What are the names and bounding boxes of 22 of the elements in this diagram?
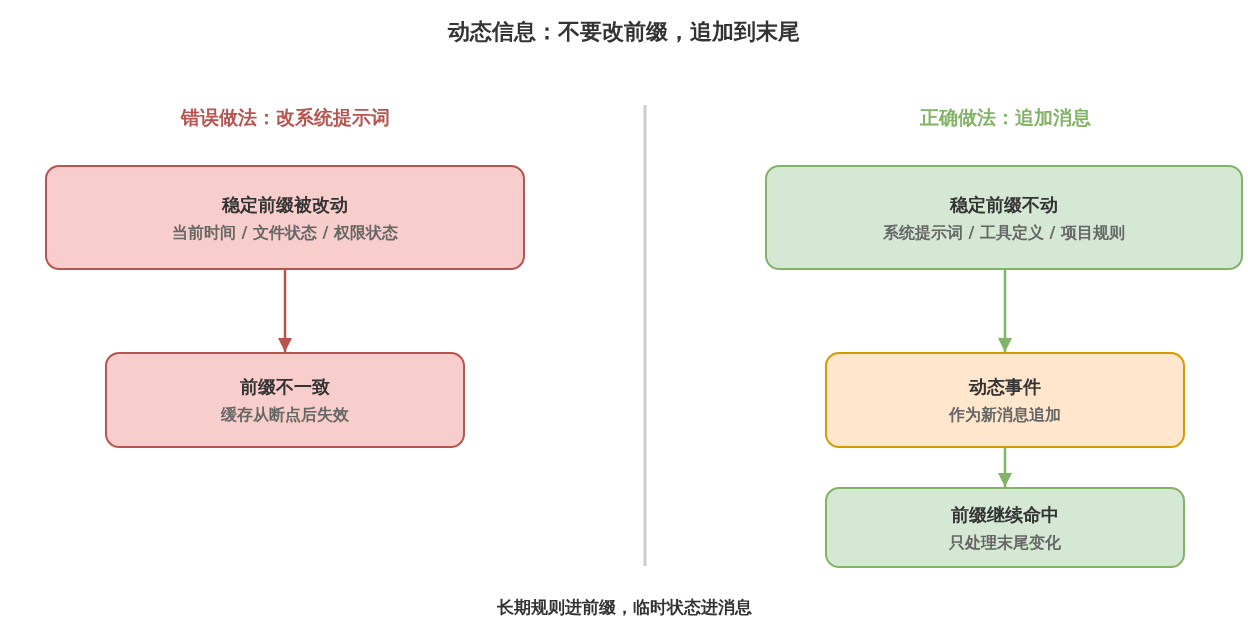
- node-subtitle: 系统提示词 / 工具定义 / 项目规则: [883, 221, 1125, 244]
- diagram-caption: 长期规则进前缀，临时状态进消息: [496, 596, 752, 619]
- node-title: 前缀不一致: [240, 375, 330, 399]
- process-box: [45, 165, 525, 270]
- node-title: 稳定前缀被改动: [222, 192, 348, 217]
- diagram-title: 动态信息：不要改前缀，追加到末尾: [448, 18, 800, 46]
- node-subtitle: 只处理末尾变化: [949, 531, 1061, 554]
- node-title: 动态事件: [969, 375, 1041, 399]
- node-subtitle: 缓存从断点后失效: [221, 404, 349, 426]
- process-box: [825, 487, 1185, 568]
- arrow: [998, 448, 1012, 487]
- node-title: 稳定前缀不动: [950, 192, 1058, 217]
- arrow: [278, 270, 292, 352]
- node-subtitle: 作为新消息追加: [949, 404, 1061, 426]
- arrow: [998, 270, 1012, 352]
- process-box: [765, 165, 1243, 270]
- section-heading: 错误做法：改系统提示词: [180, 105, 390, 130]
- node-subtitle: 当前时间 / 文件状态 / 权限状态: [172, 221, 398, 244]
- node-title: 前缀继续命中: [951, 502, 1059, 527]
- process-box: [825, 352, 1185, 448]
- process-box: [105, 352, 465, 448]
- section-heading: 正确做法：追加消息: [919, 105, 1091, 130]
